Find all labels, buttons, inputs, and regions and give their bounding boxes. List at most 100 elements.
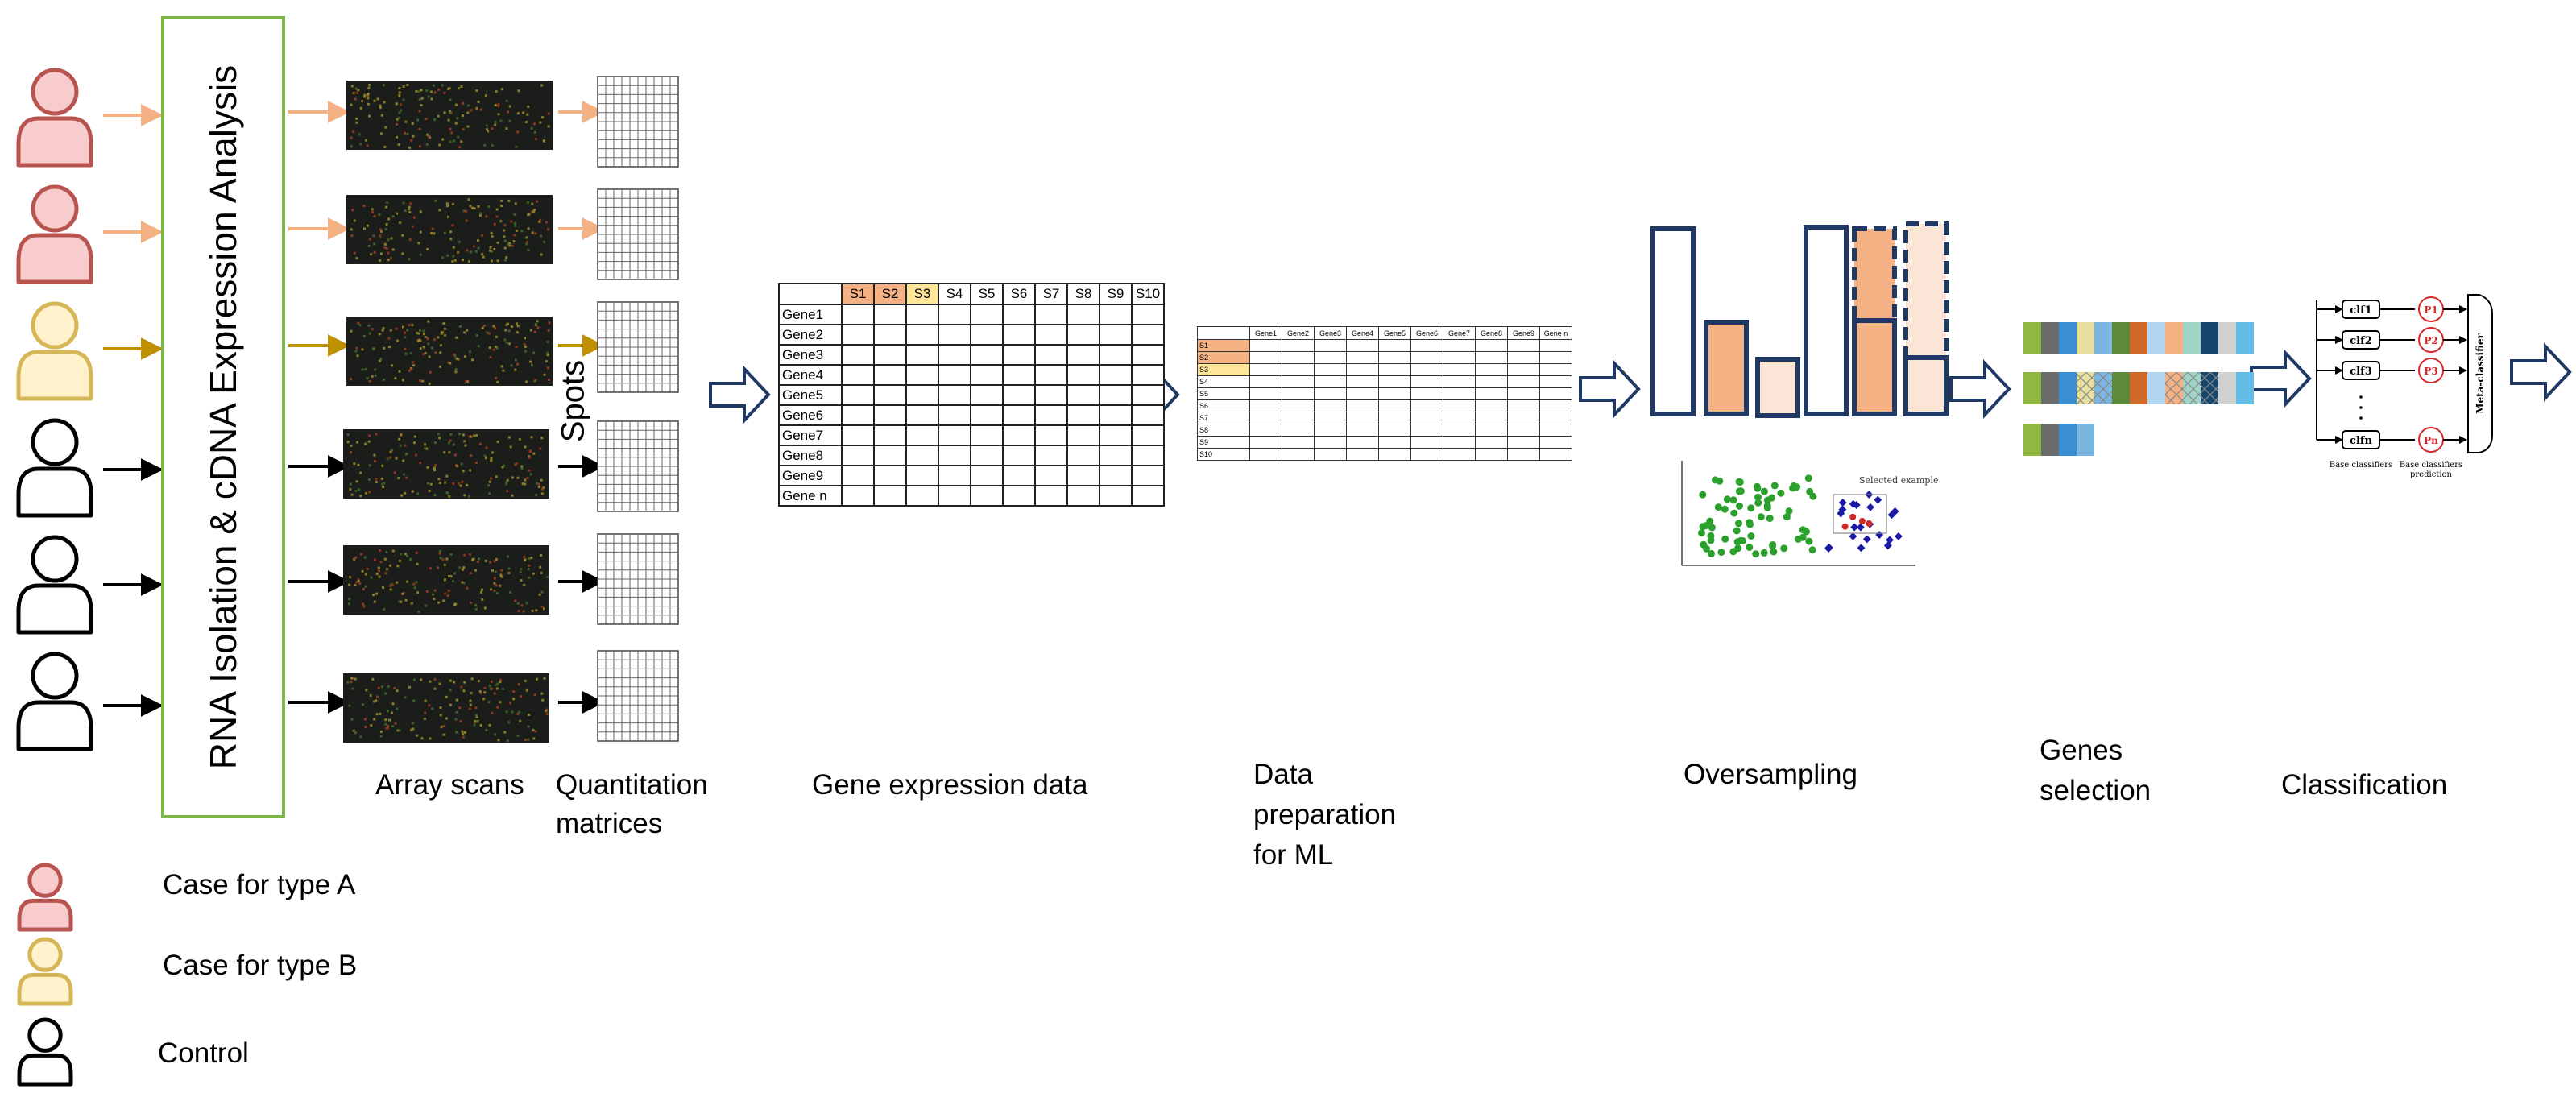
array-spot	[452, 255, 455, 258]
prep-table-cell	[1410, 399, 1443, 412]
gene-table-cell	[1099, 404, 1133, 426]
prep-table-cell	[1475, 436, 1508, 449]
gene-table-cell	[873, 445, 907, 466]
gene-table-row-header: Gene2	[778, 324, 843, 346]
array-spot	[530, 126, 533, 130]
gene-table-cell	[1066, 485, 1100, 507]
prep-table-cell	[1249, 424, 1282, 437]
prep-table-row-header: S5	[1197, 387, 1250, 400]
array-spot	[446, 205, 449, 208]
gene-table-cell	[873, 344, 907, 366]
array-spot	[527, 568, 530, 571]
array-spot	[466, 380, 469, 383]
array-spot	[448, 495, 451, 498]
scatter-point-green	[1699, 491, 1707, 499]
array-spot	[455, 357, 458, 360]
prep-table-cell	[1475, 339, 1508, 352]
array-spot	[518, 710, 521, 714]
array-spot	[410, 728, 413, 731]
array-spot	[417, 90, 420, 93]
array-spot	[477, 246, 480, 250]
scatter-point-blue	[1849, 499, 1857, 508]
array-spot	[503, 464, 505, 467]
array-spot	[433, 494, 437, 497]
prep-table-cell	[1378, 375, 1411, 388]
array-spot	[363, 227, 366, 230]
gene-table-cell	[873, 324, 907, 346]
array-spot	[482, 698, 486, 701]
array-spot	[404, 347, 407, 350]
array-spot	[491, 127, 494, 130]
array-spot	[517, 89, 520, 93]
array-spot	[443, 231, 446, 234]
prep-table-cell	[1249, 399, 1282, 412]
array-spot	[463, 331, 466, 334]
array-spot	[525, 242, 528, 246]
prep-table-cell	[1475, 363, 1508, 376]
array-spot	[438, 482, 441, 484]
array-spot	[374, 374, 377, 377]
gene-table-cell	[1131, 344, 1165, 366]
array-spot	[412, 727, 415, 731]
gene-table-cell	[905, 485, 939, 507]
scatter-point-green	[1752, 550, 1760, 558]
array-spot	[380, 685, 383, 689]
gene-table-cell	[1034, 465, 1068, 486]
scatter-point-green	[1746, 520, 1754, 528]
prep-table-cell	[1539, 375, 1572, 388]
array-spot	[383, 482, 386, 485]
array-spot	[526, 201, 529, 204]
gene-strip-1-block	[2077, 322, 2094, 354]
array-spot	[455, 710, 458, 714]
array-spot	[485, 729, 488, 731]
array-spot	[445, 557, 449, 561]
prep-table-cell	[1539, 351, 1572, 364]
array-spot	[406, 580, 409, 583]
gene-table-cell	[1099, 384, 1133, 406]
prep-table-cell	[1507, 351, 1540, 364]
gene-table-cell	[1002, 384, 1036, 406]
prep-table-col-header: Gene8	[1475, 326, 1508, 340]
array-spot	[488, 346, 491, 349]
array-spot	[364, 585, 367, 588]
gene-table-cell	[873, 364, 907, 386]
array-spot	[428, 704, 431, 707]
array-spot	[512, 690, 516, 693]
array-spot	[398, 111, 401, 114]
array-spot	[489, 477, 492, 480]
prep-table-row: S1	[1197, 339, 1572, 352]
array-spot	[539, 447, 542, 450]
array-spot	[437, 433, 440, 436]
array-spot	[419, 379, 422, 382]
array-spot	[497, 105, 500, 108]
array-spot	[525, 121, 528, 123]
array-spot	[362, 334, 366, 337]
meta-classifier-label: Meta-classifier	[2475, 333, 2486, 414]
prep-table-cell	[1475, 387, 1508, 400]
person-5-body	[16, 583, 93, 635]
array-spot	[439, 344, 442, 347]
array-spot	[487, 205, 491, 209]
array-spot	[399, 221, 402, 224]
gene-table-cell	[905, 404, 939, 426]
array-spot	[496, 380, 499, 383]
gene-table-row-header: Gene3	[778, 344, 843, 366]
scatter-point-green	[1753, 482, 1761, 491]
array-spot	[437, 601, 441, 604]
array-spot	[366, 568, 369, 570]
array-spot	[401, 592, 404, 595]
gene-strip-1-block	[2236, 322, 2254, 354]
array-spot	[416, 331, 419, 334]
array-spot	[494, 123, 497, 126]
array-spot	[502, 687, 505, 690]
array-spot	[513, 234, 516, 237]
array-spot	[442, 599, 445, 602]
array-spot	[419, 253, 422, 256]
gene-table-cell	[1099, 445, 1133, 466]
array-spot	[386, 710, 389, 713]
array-spot	[367, 440, 371, 443]
gene-table-cell	[841, 364, 875, 386]
array-spot	[522, 610, 525, 613]
prediction-label: P3	[2424, 366, 2437, 377]
array-spot	[541, 116, 544, 119]
